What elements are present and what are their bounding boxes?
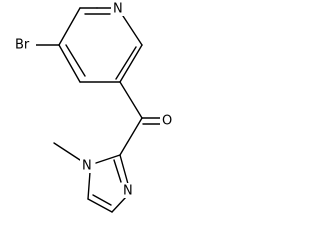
atom-br: Br — [15, 38, 30, 53]
bond-c4-n3-imid — [111, 196, 127, 213]
bond-c6-c5-inner — [115, 46, 137, 80]
bond-n3-c2-imid — [119, 154, 129, 185]
bond-n-methyl — [53, 142, 81, 161]
pyridine-ring — [58, 7, 143, 83]
bond-n1-c5-imid — [87, 171, 91, 200]
atom-n-methyl: N — [82, 159, 92, 174]
ketone-group — [119, 81, 161, 156]
bond-c5-c4-imid — [87, 198, 113, 213]
bond-c6-c5 — [119, 44, 143, 83]
bond-c4-c3-inner — [65, 44, 86, 77]
bond-c4-c3 — [58, 44, 81, 83]
bond-n3-c2-imid-inner — [113, 159, 122, 183]
structure-diagram: N Br O N N — [14, 1, 174, 213]
imidazole-ring — [87, 154, 129, 213]
bond-carbonyl-imidazole — [119, 117, 143, 156]
bond-c5-c4-imid-inner — [92, 194, 112, 206]
bond-c3-c2 — [58, 7, 81, 46]
atom-n-pyridine: N — [113, 2, 123, 17]
molecule-drawing: N Br O N N — [14, 1, 174, 213]
bond-c5-carbonyl — [119, 81, 143, 119]
atom-o: O — [162, 114, 172, 129]
atom-n-imidazole: N — [123, 184, 133, 199]
bond-n1-c6 — [122, 15, 143, 46]
bond-c2-n1-imid — [95, 154, 121, 164]
